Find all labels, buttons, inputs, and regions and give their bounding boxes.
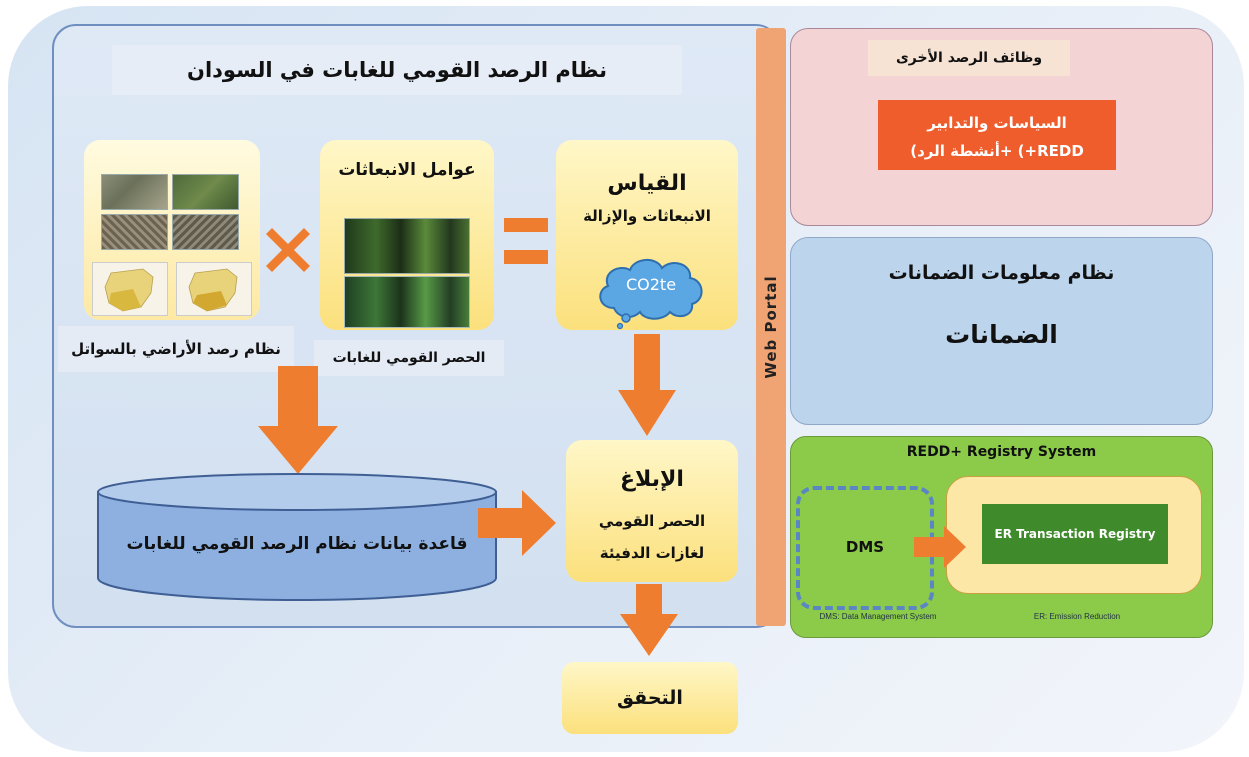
co2-cloud-text: CO2te [625, 274, 677, 294]
forest-inventory-caption: الحصر القومي للغابات [314, 340, 504, 376]
emission-factors-title: عوامل الانبعاثات [338, 160, 476, 180]
dms-label[interactable]: DMS [845, 538, 885, 556]
safeguards-panel [790, 237, 1213, 425]
arrow-down-to-database [258, 366, 338, 474]
arrow-down-to-verification [620, 584, 678, 656]
sudan-map-1-icon [104, 268, 154, 312]
sudan-map-2 [176, 262, 252, 316]
satellite-photo-4 [172, 214, 239, 250]
dms-note: DMS: Data Management System [819, 612, 937, 621]
sudan-map-2-icon [188, 268, 238, 312]
registry-title: REDD+ Registry System [906, 444, 1097, 460]
measurement-title: القياس [607, 170, 687, 196]
equals-bar-top [504, 218, 548, 232]
reporting-line-2: لغازات الدفيئة [599, 544, 705, 562]
policies-box [878, 100, 1116, 170]
equals-bar-bottom [504, 250, 548, 264]
satellite-photo-3 [101, 214, 168, 250]
sudan-map-1 [92, 262, 168, 316]
satellite-photo-1 [101, 174, 168, 210]
safeguards-subtitle: الضمانات [945, 319, 1058, 349]
reporting-line-1: الحصر القومي [598, 512, 706, 530]
policies-line-1: السياسات والتدابير [927, 114, 1067, 132]
web-portal-label: Web Portal [762, 275, 780, 379]
arrow-down-to-reporting [618, 334, 676, 436]
other-functions-title: وظائف الرصد الأخرى [868, 40, 1070, 76]
nfms-title: نظام الرصد القومي للغابات في السودان [112, 45, 682, 95]
multiply-icon [266, 228, 310, 272]
database-label: قاعدة بيانات نظام الرصد القومي للغابات [126, 534, 468, 554]
verification-box: التحقق [562, 662, 738, 734]
policies-line-2: (أنشطة الرد+ (+REDD [910, 142, 1084, 160]
satellite-photo-2 [172, 174, 239, 210]
web-portal-bar[interactable]: Web Portal [756, 28, 786, 626]
co2-cloud-icon [599, 259, 703, 330]
arrow-right-to-reporting [478, 490, 556, 556]
forest-photo-1 [344, 218, 470, 274]
reporting-card [566, 440, 738, 582]
reporting-title: الإبلاغ [620, 466, 684, 492]
measurement-subtitle: الانبعاثات والإزالة [583, 207, 711, 225]
land-monitoring-label: نظام رصد الأراضي بالسواتل [58, 326, 294, 372]
er-note: ER: Emission Reduction [1033, 612, 1121, 621]
er-transaction-registry[interactable]: ER Transaction Registry [982, 504, 1168, 564]
arrow-dms-to-er [914, 526, 966, 568]
forest-photo-2 [344, 276, 470, 328]
database-cylinder-icon [97, 473, 497, 601]
safeguards-title: نظام معلومات الضمانات [888, 262, 1115, 284]
